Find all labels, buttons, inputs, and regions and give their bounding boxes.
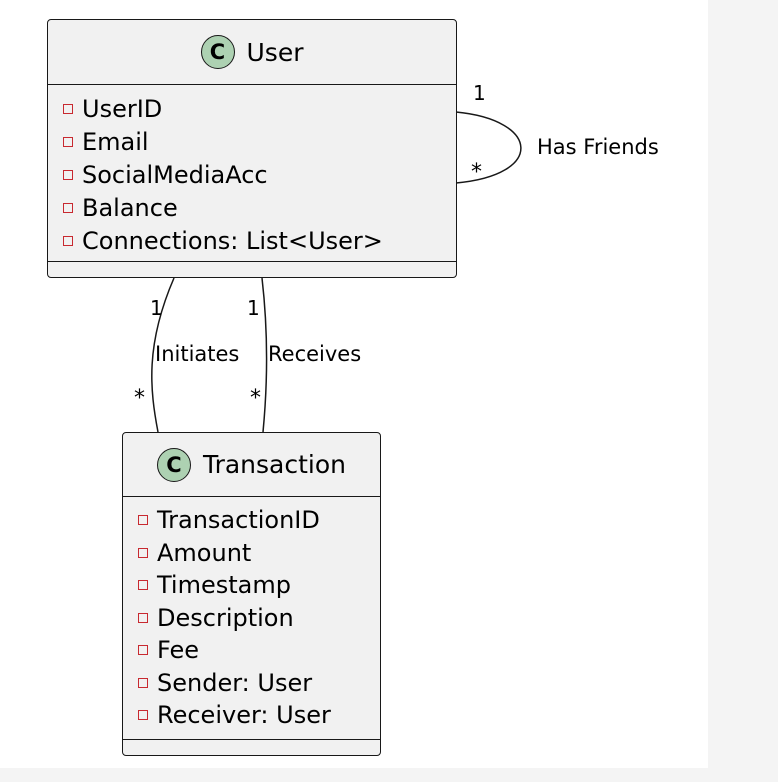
- attribute-label: Connections: List<User>: [82, 226, 383, 255]
- has-friends-label: Has Friends: [537, 135, 659, 159]
- private-visibility-icon: [138, 645, 148, 656]
- transaction-attribute: TransactionID: [138, 504, 380, 537]
- transaction-attribute-list: TransactionID Amount Timestamp Descripti…: [123, 497, 380, 740]
- user-attribute-list: UserID Email SocialMediaAcc Balance Conn…: [48, 85, 456, 262]
- has-friends-target-multiplicity: *: [471, 160, 482, 185]
- transaction-class-name: Transaction: [202, 450, 347, 479]
- class-badge-icon: C: [156, 447, 191, 482]
- initiates-label: Initiates: [155, 342, 240, 366]
- private-visibility-icon: [138, 515, 148, 526]
- transaction-attribute: Description: [138, 602, 380, 635]
- attribute-label: Amount: [157, 538, 252, 567]
- attribute-label: TransactionID: [157, 506, 320, 535]
- receives-source-multiplicity: 1: [247, 296, 260, 320]
- transaction-class[interactable]: C Transaction TransactionID Amount Times…: [122, 432, 381, 756]
- private-visibility-icon: [138, 677, 148, 688]
- private-visibility-icon: [63, 235, 73, 246]
- class-badge-icon: C: [200, 35, 235, 69]
- private-visibility-icon: [138, 612, 148, 623]
- has-friends-edge: [455, 111, 522, 184]
- user-class[interactable]: C User UserID Email SocialMediaAcc Balan…: [47, 19, 457, 278]
- user-attribute: UserID: [63, 92, 456, 125]
- transaction-attribute: Timestamp: [138, 569, 380, 602]
- receives-label: Receives: [268, 342, 362, 366]
- attribute-label: Description: [157, 603, 294, 632]
- private-visibility-icon: [138, 580, 148, 591]
- transaction-attribute: Receiver: User: [138, 699, 380, 732]
- transaction-attribute: Amount: [138, 537, 380, 570]
- private-visibility-icon: [63, 103, 73, 114]
- private-visibility-icon: [63, 202, 73, 213]
- has-friends-source-multiplicity: 1: [473, 81, 486, 105]
- attribute-label: UserID: [82, 94, 163, 123]
- private-visibility-icon: [63, 136, 73, 147]
- attribute-label: Timestamp: [157, 571, 291, 600]
- initiates-target-multiplicity: *: [134, 386, 145, 411]
- user-class-name: User: [246, 37, 304, 67]
- transaction-class-header: C Transaction: [123, 433, 380, 497]
- attribute-label: Fee: [157, 636, 200, 665]
- receives-edge: [261, 277, 268, 433]
- attribute-label: SocialMediaAcc: [82, 160, 268, 189]
- transaction-attribute: Sender: User: [138, 667, 380, 700]
- attribute-label: Receiver: User: [157, 701, 331, 730]
- user-attribute: Email: [63, 125, 456, 158]
- attribute-label: Sender: User: [157, 668, 313, 697]
- user-attribute: Balance: [63, 191, 456, 224]
- user-attribute: SocialMediaAcc: [63, 158, 456, 191]
- private-visibility-icon: [138, 710, 148, 721]
- initiates-source-multiplicity: 1: [150, 296, 163, 320]
- attribute-label: Email: [82, 127, 149, 156]
- transaction-attribute: Fee: [138, 634, 380, 667]
- receives-target-multiplicity: *: [250, 386, 261, 411]
- initiates-edge: [151, 277, 175, 433]
- user-attribute: Connections: List<User>: [63, 224, 456, 257]
- user-class-header: C User: [48, 20, 456, 85]
- attribute-label: Balance: [82, 193, 178, 222]
- private-visibility-icon: [63, 169, 73, 180]
- private-visibility-icon: [138, 547, 148, 558]
